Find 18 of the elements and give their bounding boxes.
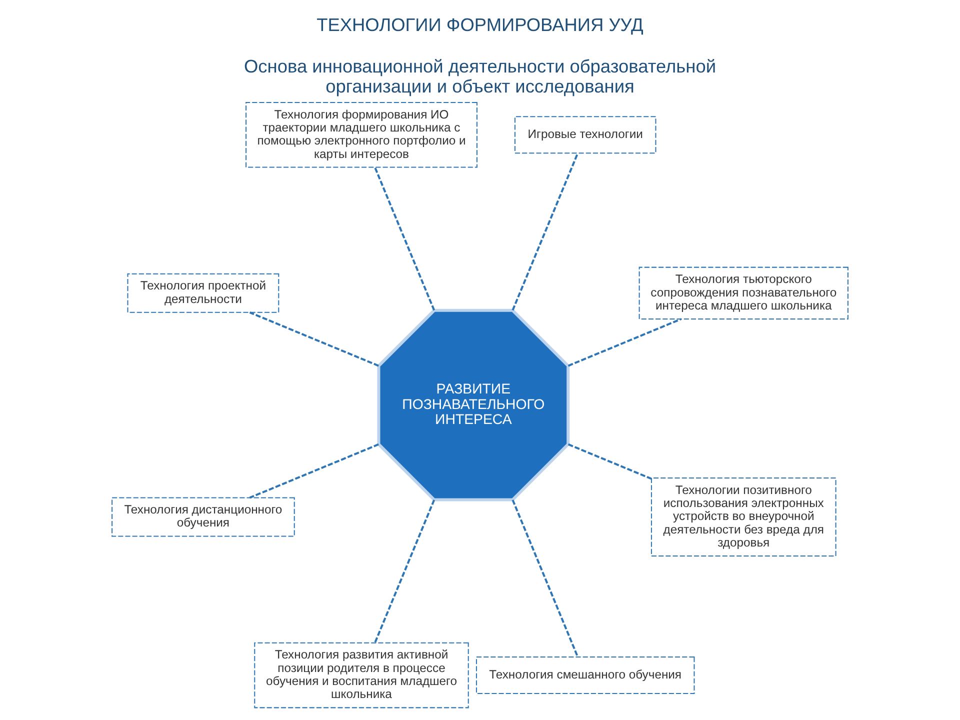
diagram-title: ТЕХНОЛОГИИ ФОРМИРОВАНИЯ УУД <box>316 14 644 35</box>
connector <box>512 152 579 311</box>
connector <box>374 167 436 311</box>
caption: Основа инновационной деятельности образовательной организации и объект исследования <box>244 55 716 97</box>
node-box: Технология формирования ИО траектории младшего школьника с помощью электронного портфолио и карты интересов <box>246 102 478 168</box>
node-box: Технология проектной деятельности <box>127 273 280 313</box>
node-box: Технология развития активной позиции родителя в процессе обучения и воспитания младшего школьника <box>254 642 469 708</box>
connector <box>249 443 379 499</box>
connector <box>249 311 379 367</box>
node-box: Технология смешанного обучения <box>476 656 695 694</box>
connector <box>512 500 579 658</box>
node-box: Технология дистанционного обучения <box>112 497 295 537</box>
connector <box>568 318 682 367</box>
node-box: Игровые технологии <box>514 116 656 154</box>
node-box: Технологии позитивного использования электронных устройств во внеурочной деятельности без вреда для здоровья <box>650 477 836 556</box>
connector <box>374 500 436 644</box>
connector <box>568 443 652 480</box>
node-box: Технология тьюторского сопровождения познавательного интереса младшего школьника <box>638 266 848 320</box>
